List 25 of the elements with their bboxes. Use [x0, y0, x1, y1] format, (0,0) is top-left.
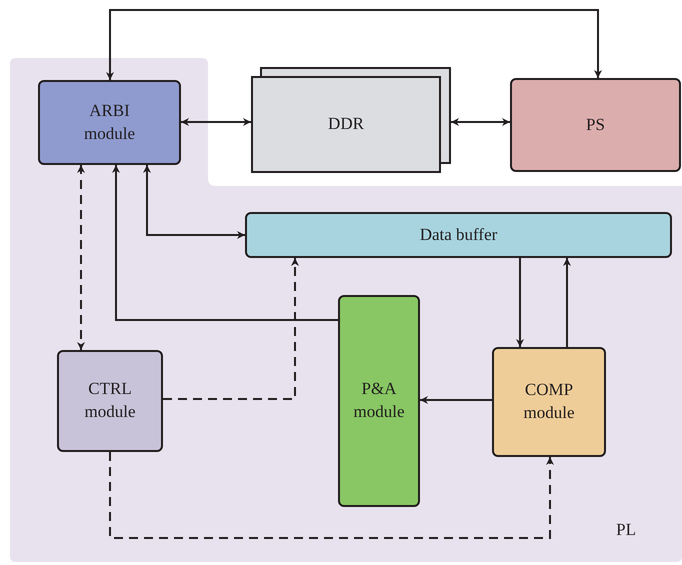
arrow — [143, 165, 245, 239]
region-label: PL — [616, 519, 636, 542]
arrow — [451, 118, 510, 126]
arrow — [420, 396, 492, 404]
module-label: PS — [586, 114, 605, 136]
module-label: DDR — [328, 113, 364, 136]
module-label: COMP module — [522, 379, 576, 424]
buffer-box — [245, 212, 672, 258]
module-label: Data buffer — [420, 224, 498, 246]
dashed-arrow — [109, 452, 554, 539]
arrow — [112, 165, 338, 321]
module-box — [492, 347, 606, 457]
module-label: CTRL module — [84, 378, 136, 423]
arrow — [181, 118, 251, 126]
arrow — [563, 258, 571, 347]
module-box — [57, 350, 163, 452]
module-label: P&A module — [352, 378, 406, 423]
processor-box — [510, 78, 681, 172]
module-box — [338, 295, 420, 507]
module-box — [38, 80, 181, 165]
module-label: ARBI module — [83, 100, 136, 144]
dashed-arrow — [77, 165, 85, 350]
arrow — [516, 258, 524, 347]
dashed-arrow — [163, 258, 299, 400]
arrow — [106, 9, 602, 80]
